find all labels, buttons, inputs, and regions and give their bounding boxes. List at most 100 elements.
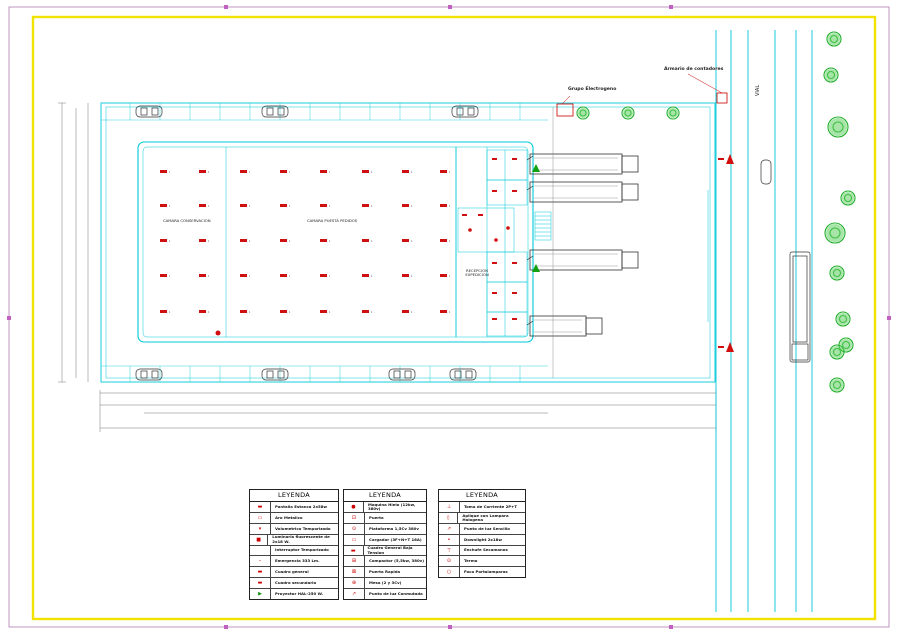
road-label: VIAL <box>755 84 761 96</box>
svg-text:1: 1 <box>169 311 171 314</box>
legend-row: ⊞Compactor (5,5kw, 380v) <box>344 556 426 568</box>
legend-row: Interruptor Temporizado <box>250 545 338 557</box>
legend-row: ▭Cargador (3F+N+T 16A) <box>344 534 426 546</box>
svg-text:1: 1 <box>329 171 331 174</box>
volumetrico-icon: ▾ <box>250 523 271 534</box>
bus <box>789 251 811 363</box>
legend-title: LEYENDA <box>439 490 525 502</box>
legend-row: ⊥Toma de Corriente 2P+T <box>439 502 525 513</box>
meter-cabinet-box <box>716 92 728 104</box>
legend-row: ◊Aplique con Lampara Halogena <box>439 512 525 524</box>
svg-text:1: 1 <box>371 171 373 174</box>
legend-row: ⊙Plataforma 1,5Cv 380v <box>344 523 426 535</box>
svg-text:1: 1 <box>208 275 210 278</box>
svg-text:1: 1 <box>449 311 451 314</box>
dimension-lines <box>58 102 717 432</box>
svg-text:1: 1 <box>249 311 251 314</box>
maquina-hielo-icon: ● <box>344 502 364 512</box>
termo-icon: ⊙ <box>439 556 460 567</box>
svg-text:1: 1 <box>289 275 291 278</box>
plataforma-icon: ⊙ <box>344 523 365 534</box>
parked-cars <box>135 105 772 381</box>
room-conservation-label: CAMARA CONSERVACION <box>163 218 211 223</box>
svg-text:1: 1 <box>329 311 331 314</box>
generator-label: Grupo Electrogeno <box>568 87 617 92</box>
svg-text:1: 1 <box>371 205 373 208</box>
cuadro-secundario-icon: ▬ <box>250 578 271 589</box>
proyector-icon: ▶ <box>250 589 271 600</box>
svg-text:1: 1 <box>169 171 171 174</box>
parking-stalls <box>129 103 521 382</box>
svg-text:1: 1 <box>289 205 291 208</box>
frame-markers <box>7 5 891 629</box>
site-boundary <box>100 30 813 612</box>
legend-row: ⊤Enchufe Secamanos <box>439 545 525 557</box>
svg-text:1: 1 <box>249 171 251 174</box>
svg-text:1: 1 <box>329 240 331 243</box>
svg-text:1: 1 <box>249 205 251 208</box>
legend-row: ▬Cuadro General Baja Tension <box>344 545 426 557</box>
legend-row: ⊠Puerta Rapida <box>344 567 426 579</box>
room-order-picking-label: CAMARA PUESTA PEDIDOS <box>307 218 358 223</box>
punto-luz-conmutada-icon: ↗ <box>344 589 365 600</box>
svg-text:1: 1 <box>371 240 373 243</box>
office-rooms <box>457 149 528 337</box>
svg-text:1: 1 <box>289 240 291 243</box>
svg-text:1: 1 <box>449 205 451 208</box>
legend-row: ▭Aro Metalico <box>250 512 338 524</box>
meter-cabinet-label: Armario de contadores <box>664 67 724 72</box>
svg-text:1: 1 <box>329 275 331 278</box>
legend-row: ⊡Puerta <box>344 512 426 524</box>
legend-row: ↗Punto de luz Sencillo <box>439 523 525 535</box>
legend-row: ⊙Termo <box>439 556 525 568</box>
legend-row: ↗Punto de luz Conmutada <box>344 589 426 600</box>
svg-text:1: 1 <box>411 171 413 174</box>
svg-text:1: 1 <box>329 205 331 208</box>
trucks <box>529 153 639 337</box>
cargador-icon: ▭ <box>344 534 365 545</box>
legend-row: ▬Pantalla Estanca 2x58w <box>250 502 338 513</box>
svg-text:1: 1 <box>169 205 171 208</box>
svg-text:1: 1 <box>208 311 210 314</box>
generator-box <box>556 103 574 117</box>
puerta-rapida-icon: ⊠ <box>344 567 365 578</box>
legend-row: ▬Cuadro general <box>250 567 338 579</box>
legend-row: ▾Volumetrico Temporizado <box>250 523 338 535</box>
legend-title: LEYENDA <box>344 490 426 502</box>
building-outline <box>137 141 534 343</box>
foco-portalamparas-icon: ○ <box>439 567 460 578</box>
svg-text:1: 1 <box>449 240 451 243</box>
svg-text:1: 1 <box>371 275 373 278</box>
legend-table-3: LEYENDA ⊥Toma de Corriente 2P+T ◊Aplique… <box>438 489 526 579</box>
svg-text:1: 1 <box>169 275 171 278</box>
legend-row: ○Foco Portalamparas <box>439 567 525 578</box>
enchufe-secamanos-icon: ⊤ <box>439 545 460 556</box>
downlight-icon: • <box>439 534 460 545</box>
svg-text:1: 1 <box>411 311 413 314</box>
svg-text:1: 1 <box>411 275 413 278</box>
cuadro-general-baja-tension-icon: ▬ <box>344 545 364 556</box>
aro-metalica-icon: ▭ <box>250 512 271 523</box>
compactor-icon: ⊞ <box>344 556 365 567</box>
legend-row: ⊕Mesa (2 y 3Cv) <box>344 578 426 590</box>
interruptor-icon <box>250 545 271 556</box>
stair-block <box>534 211 552 241</box>
luminaria-fluorescente-icon: ■ <box>250 534 269 545</box>
legend-row: ▬Cuadro secundario <box>250 578 338 590</box>
reception-dispatch-label: RECEPCION EXPEDICION <box>465 268 489 278</box>
svg-text:1: 1 <box>411 240 413 243</box>
svg-text:1: 1 <box>449 171 451 174</box>
legend-title: LEYENDA <box>250 490 338 502</box>
tree-fill <box>578 33 854 391</box>
legend-row: ●Maquina Hielo (12kw, 380v) <box>344 502 426 513</box>
svg-text:1: 1 <box>411 205 413 208</box>
cuadro-general-icon: ▬ <box>250 567 271 578</box>
legend-row: ▶Proyector HAL-250 W. <box>250 589 338 600</box>
svg-text:1: 1 <box>289 311 291 314</box>
svg-text:1: 1 <box>449 275 451 278</box>
puerta-icon: ⊡ <box>344 512 365 523</box>
svg-text:1: 1 <box>289 171 291 174</box>
punto-luz-sencillo-icon: ↗ <box>439 523 460 534</box>
legend-table-2: LEYENDA ●Maquina Hielo (12kw, 380v) ⊡Pue… <box>343 489 427 601</box>
